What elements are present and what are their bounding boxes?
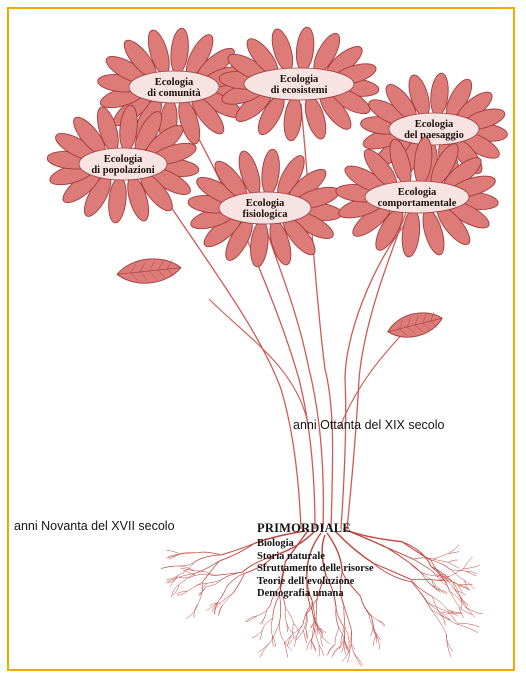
root-branch (312, 628, 314, 642)
root-branch (341, 641, 343, 653)
root-branch (321, 636, 330, 644)
root-branch (271, 618, 273, 636)
root-branch (431, 560, 451, 570)
flower-fisiologica: Ecologiafisiologica (187, 148, 343, 267)
root-branch (340, 641, 344, 649)
root-branch (449, 562, 460, 568)
root-branch (424, 576, 436, 588)
root-branch (284, 635, 292, 645)
root-branch (439, 612, 450, 620)
era-label-nineties: anni Novanta del XVII secolo (14, 519, 175, 533)
root-branch (455, 591, 466, 596)
root-item: Demografia umana (257, 588, 374, 601)
root-branch (402, 542, 431, 561)
root-branch (463, 565, 479, 569)
root-branch (435, 589, 447, 593)
roots-legend: PRIMORDIALE Biologia Storia naturale Sfr… (257, 521, 374, 601)
root-branch (439, 612, 445, 625)
root-branch (179, 576, 195, 578)
roots-list: Biologia Storia naturale Sfruttamento de… (257, 538, 374, 601)
root-branch (371, 627, 373, 636)
root-branch (219, 543, 254, 561)
leaf (116, 256, 182, 287)
stem (267, 231, 323, 529)
root-branch (219, 605, 223, 616)
root-branch (347, 650, 349, 663)
root-branch (285, 608, 287, 623)
root-branch (374, 632, 380, 640)
root-branch (197, 552, 221, 555)
root-branch (223, 594, 233, 606)
root-branch (446, 635, 451, 658)
flowers: Ecologiadi comunitàEcologiadi ecosistemi… (46, 26, 508, 267)
root-branch (335, 628, 339, 645)
root-branch (460, 598, 467, 608)
stem (301, 104, 333, 529)
root-branch (459, 607, 464, 618)
root-branch (257, 605, 270, 616)
root-branch (385, 547, 408, 562)
root-branch (463, 557, 472, 569)
root-branch (354, 653, 361, 666)
root-branch (246, 616, 258, 622)
root-branch (286, 608, 294, 623)
root-branch (373, 563, 411, 579)
petal (282, 96, 304, 142)
root-branch (345, 627, 349, 640)
root-branch (446, 578, 458, 585)
root-branch (448, 545, 459, 553)
root-item: Biologia (257, 538, 374, 551)
root-branch (432, 610, 447, 635)
root-branch (293, 623, 294, 638)
root-branch (312, 642, 316, 652)
root-branch (246, 616, 258, 621)
root-branch (413, 558, 433, 559)
root-branch (402, 542, 431, 567)
root-branch (446, 635, 452, 652)
root-branch (218, 587, 227, 602)
root-branch (195, 574, 215, 575)
root-branch (288, 635, 292, 646)
root-branch (175, 562, 194, 566)
root-branch (218, 587, 227, 602)
roots-title: PRIMORDIALE (257, 521, 374, 536)
era-label-eighties: anni Ottanta del XIX secolo (293, 418, 444, 432)
root-branch (311, 639, 312, 650)
root-branch (187, 582, 202, 591)
root-branch (279, 623, 284, 642)
leaf (385, 307, 445, 342)
flower-label-fisiologica: Ecologiafisiologica (243, 198, 289, 220)
root-item: Storia naturale (257, 551, 374, 564)
root-item: Sfruttamento delle risorse (257, 563, 374, 576)
root-branch (196, 561, 220, 573)
root-branch (294, 623, 299, 633)
root-branch (167, 550, 181, 554)
root-branch (433, 554, 448, 560)
root-branch (411, 582, 431, 610)
root-branch (178, 573, 196, 578)
root-item: Teorie dell'evoluzione (257, 576, 374, 589)
root-branch (451, 570, 465, 571)
petal (400, 209, 422, 258)
root-branch (179, 562, 194, 575)
root-branch (319, 645, 324, 656)
root-branch (433, 559, 448, 562)
root-branch (449, 560, 459, 562)
petal (294, 26, 316, 72)
diagram-frame: Ecologiadi comunitàEcologiadi ecosistemi… (7, 7, 515, 671)
root-branch (385, 547, 413, 559)
root-branch (194, 555, 221, 563)
root-branch (170, 575, 179, 587)
root-branch (447, 610, 461, 613)
root-branch (345, 640, 348, 651)
